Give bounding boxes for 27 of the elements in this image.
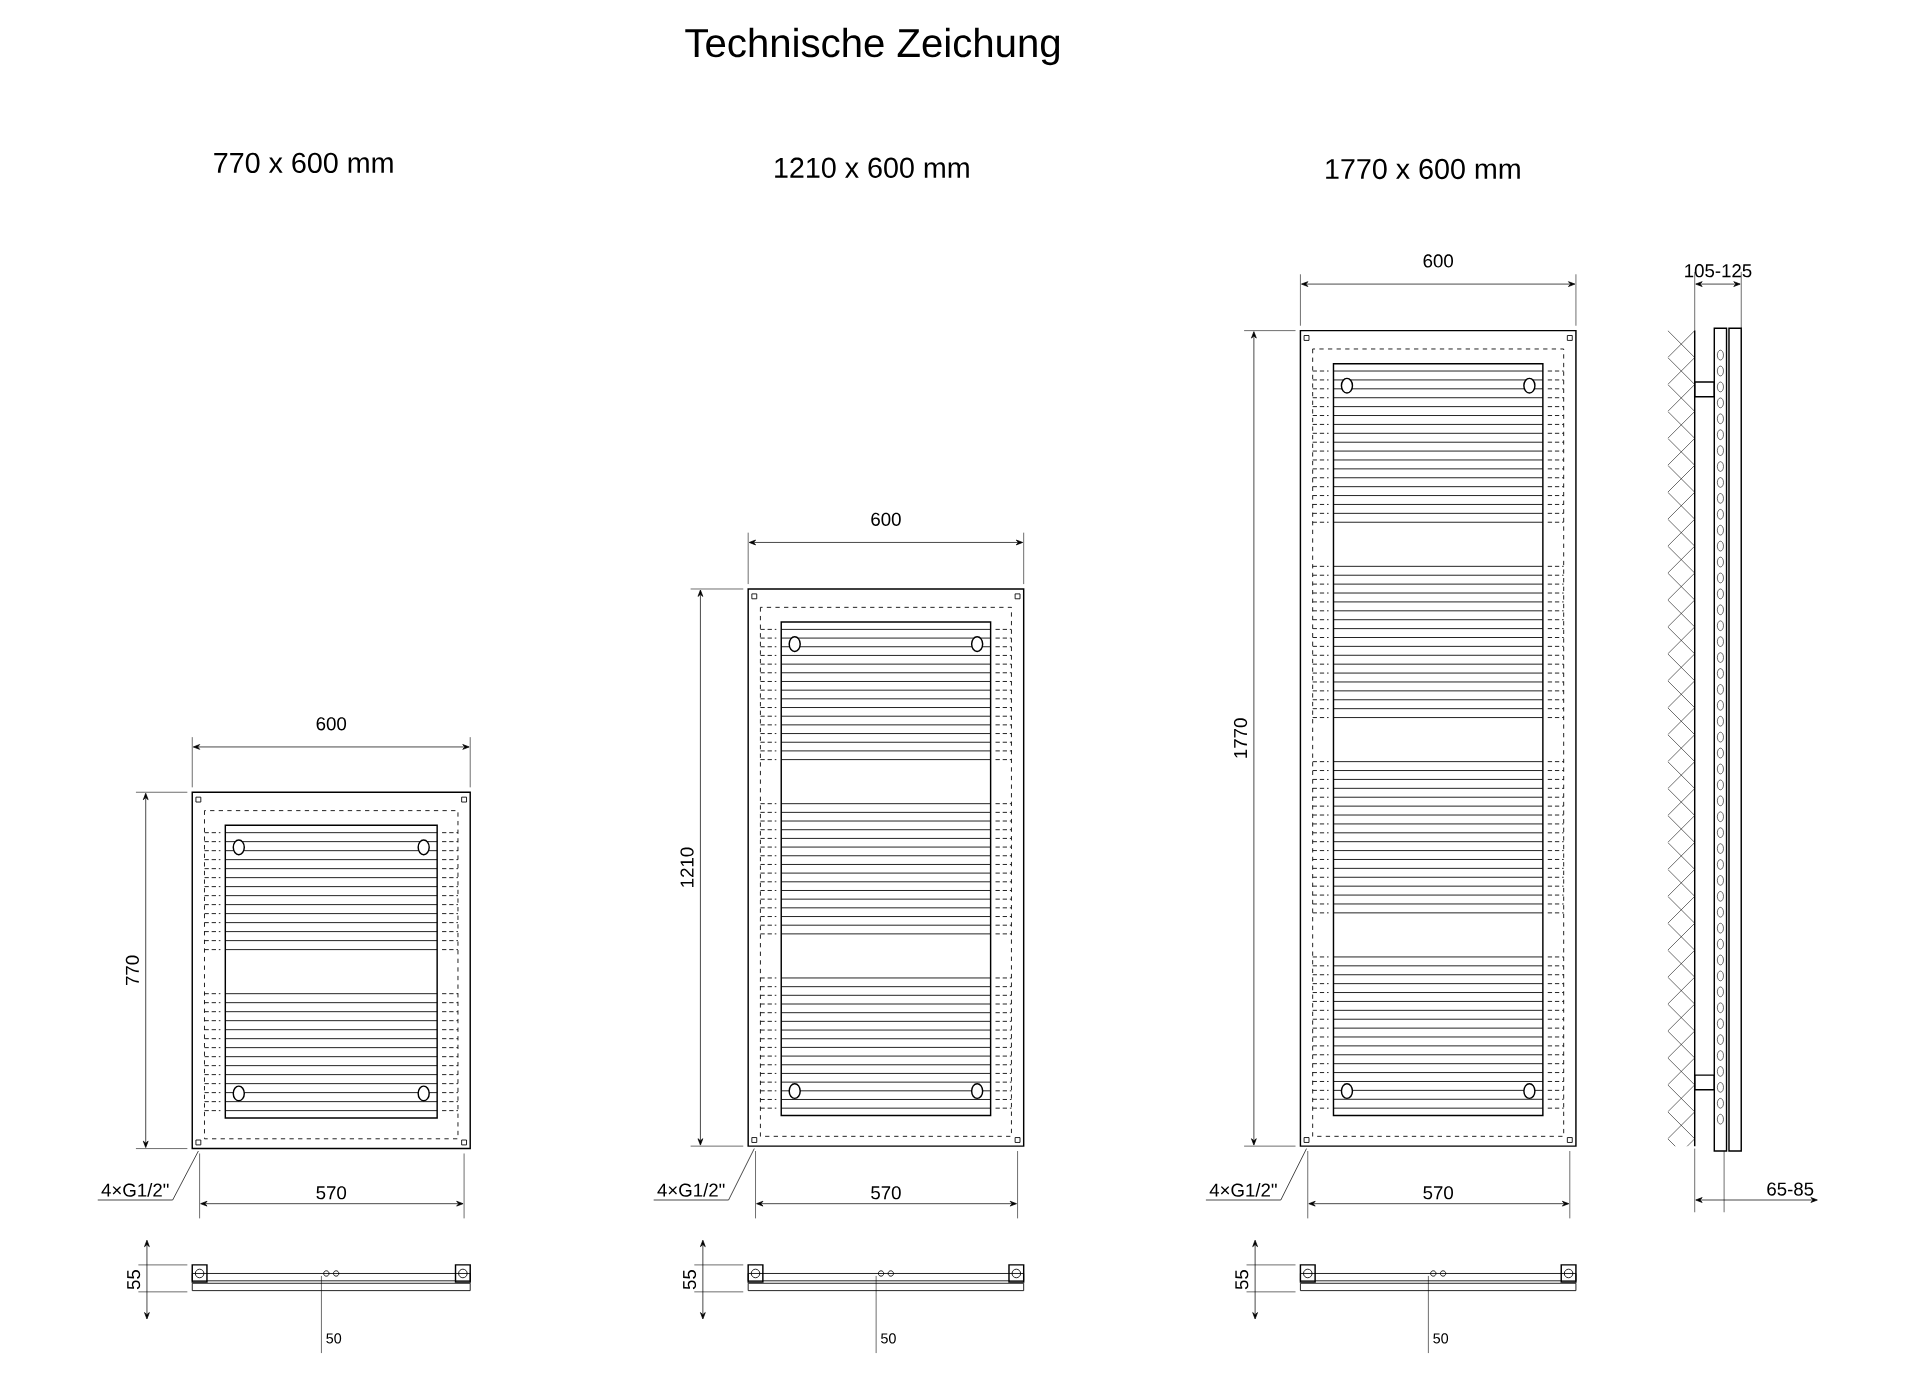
dimension-label: 50 bbox=[881, 1333, 896, 1344]
dimension-label: 50 bbox=[326, 1333, 342, 1344]
dimension-label: 600 bbox=[1423, 254, 1453, 268]
size-heading: 770 x 600 mm bbox=[214, 152, 393, 174]
dimension-label: 55 bbox=[127, 1270, 141, 1290]
leader-line bbox=[1205, 1148, 1307, 1201]
dimension-label: 600 bbox=[871, 512, 901, 526]
dimension-label: 770 bbox=[125, 955, 139, 986]
title: Technische Zeichung bbox=[685, 27, 1060, 66]
dimension-label: 1770 bbox=[1233, 718, 1248, 758]
connection-label: 4×G1/2" bbox=[1209, 1183, 1277, 1197]
dimension-label: 1210 bbox=[680, 847, 694, 887]
leader-line bbox=[653, 1148, 755, 1201]
connection-label: 4×G1/2" bbox=[657, 1183, 725, 1197]
connection-label: 4×G1/2" bbox=[101, 1183, 169, 1197]
dimension-label: 55 bbox=[1235, 1270, 1249, 1290]
dimension-label: 105-125 bbox=[1685, 264, 1752, 278]
dimension-label: 570 bbox=[1423, 1186, 1453, 1200]
dimension-label: 55 bbox=[683, 1270, 697, 1290]
dimension-label: 600 bbox=[316, 717, 347, 731]
dimension-label: 50 bbox=[1433, 1333, 1449, 1344]
leader-line bbox=[97, 1150, 199, 1201]
dimension-label: 65-85 bbox=[1767, 1182, 1814, 1196]
size-heading: 1210 x 600 mm bbox=[775, 157, 969, 178]
size-heading: 1770 x 600 mm bbox=[1326, 158, 1520, 180]
dimension-label: 570 bbox=[871, 1186, 901, 1200]
dimension-label: 570 bbox=[316, 1186, 347, 1200]
